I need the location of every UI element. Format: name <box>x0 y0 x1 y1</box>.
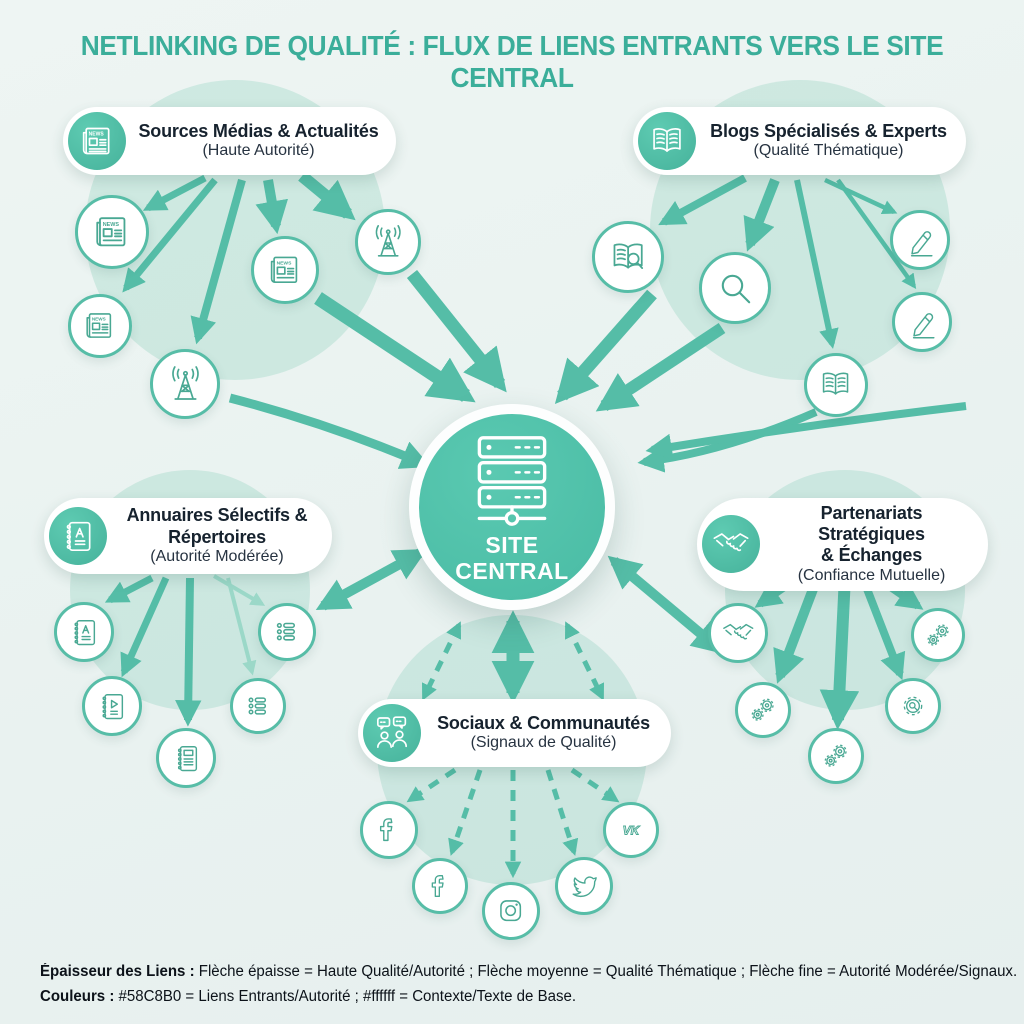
radio-tower-icon <box>355 209 421 275</box>
list-icon <box>258 603 316 661</box>
gears-icon <box>911 608 965 662</box>
book-search-icon <box>592 221 664 293</box>
newspaper-icon: NEWS <box>75 195 149 269</box>
cluster-pill-sociaux: Sociaux & Communautés(Signaux de Qualité… <box>358 699 671 767</box>
pen-icon <box>892 292 952 352</box>
legend-thickness-label: Épaisseur des Liens : <box>40 963 195 980</box>
legend: Épaisseur des Liens : Flèche épaisse = H… <box>40 960 1017 1010</box>
gear-search-icon <box>885 678 941 734</box>
legend-thickness-text: Flèche épaisse = Haute Qualité/Autorité … <box>194 963 1018 980</box>
newspaper-icon: NEWS <box>251 236 319 304</box>
vk-icon: VK <box>603 802 659 858</box>
instagram-icon <box>482 882 540 940</box>
newspaper-icon: NEWS <box>68 294 132 358</box>
svg-text:NEWS: NEWS <box>89 132 105 138</box>
radio-tower-icon <box>150 349 220 419</box>
arrows-blogs-experts <box>554 174 967 473</box>
open-book-icon <box>638 112 696 170</box>
cluster-subtitle: (Signaux de Qualité) <box>470 734 617 752</box>
page-title: NETLINKING DE QUALITÉ : FLUX DE LIENS EN… <box>80 30 944 93</box>
cluster-title-2: & Échanges <box>820 545 923 566</box>
legend-colors-line: Couleurs : #58C8B0 = Liens Entrants/Auto… <box>40 985 1017 1010</box>
facebook-icon <box>412 858 468 914</box>
cluster-title: Sources Médias & Actualités <box>138 120 379 141</box>
central-site-node: SITE CENTRAL <box>409 404 615 610</box>
cluster-title-2: Répertoires <box>168 526 266 547</box>
cluster-title: Blogs Spécialisés & Experts <box>710 120 947 141</box>
legend-colors-text: #58C8B0 = Liens Entrants/Autorité ; #fff… <box>114 987 577 1005</box>
gears-icon <box>808 728 864 784</box>
handshake-icon <box>702 515 760 574</box>
svg-text:NEWS: NEWS <box>92 317 106 322</box>
cluster-title: Sociaux & Communautés <box>437 712 650 733</box>
cluster-pill-partenariats: Partenariats Stratégiques& Échanges(Conf… <box>697 498 988 591</box>
handshake-icon <box>708 603 768 663</box>
cluster-pill-sources-medias: NEWS Sources Médias & Actualités(Haute A… <box>63 107 396 175</box>
magnifier-icon <box>699 252 771 324</box>
facebook-icon <box>360 801 418 859</box>
arrows-sociaux <box>406 610 620 879</box>
cluster-subtitle: (Confiance Mutuelle) <box>797 566 946 584</box>
open-book-icon <box>804 353 868 417</box>
address-book-icon <box>54 602 114 662</box>
legend-colors-label: Couleurs : <box>40 987 115 1005</box>
list-icon <box>230 678 286 734</box>
svg-text:NEWS: NEWS <box>277 261 293 267</box>
pen-icon <box>890 210 950 270</box>
arrows-annuaires <box>104 548 428 727</box>
newspaper-icon: NEWS <box>68 112 126 170</box>
cluster-subtitle: (Autorité Modérée) <box>150 547 284 565</box>
address-book-icon <box>49 507 107 565</box>
notebook-video-icon <box>82 676 142 736</box>
cluster-subtitle: (Qualité Thématique) <box>753 142 904 160</box>
cluster-subtitle: (Haute Autorité) <box>202 142 315 160</box>
cluster-pill-blogs-experts: Blogs Spécialisés & Experts(Qualité Thém… <box>633 107 966 175</box>
cluster-title: Partenariats Stratégiques <box>818 503 925 545</box>
arrows-sources-medias <box>122 171 507 469</box>
twitter-icon <box>555 857 613 915</box>
legend-thickness-line: Épaisseur des Liens : Flèche épaisse = H… <box>40 960 1017 985</box>
central-site-label: SITE CENTRAL <box>455 531 569 584</box>
notebook-lines-icon <box>156 728 216 788</box>
svg-text:VK: VK <box>623 823 641 837</box>
gears-icon <box>735 682 791 738</box>
cluster-title: Annuaires Sélectifs & <box>126 505 308 526</box>
cluster-pill-annuaires: Annuaires Sélectifs &Répertoires(Autorit… <box>44 498 332 574</box>
server-stack-icon <box>477 435 547 526</box>
svg-text:NEWS: NEWS <box>103 222 120 228</box>
community-chat-icon <box>363 704 421 762</box>
